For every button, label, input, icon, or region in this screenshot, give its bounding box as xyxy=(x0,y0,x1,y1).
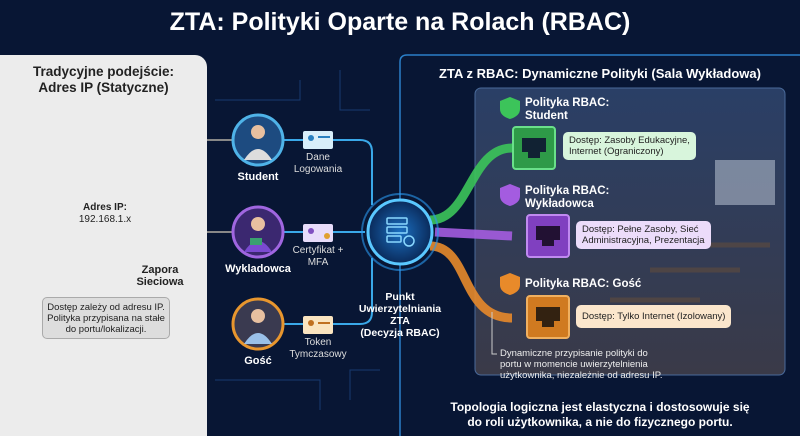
access-bubble-guest: Dostęp: Tylko Internet (Izolowany) xyxy=(576,305,732,328)
lecturer-avatar xyxy=(231,205,285,259)
zta-panel-border xyxy=(399,54,800,436)
user-label-guest: Gość xyxy=(244,355,272,367)
guest-cable xyxy=(429,241,513,323)
traditional-note: Dostęp zależy od adresu IP.Polityka przy… xyxy=(42,297,170,339)
policy-title-lecturer: Polityka RBAC:Wykładowca xyxy=(525,185,610,210)
user-label-lecturer: Wykladowca xyxy=(225,263,291,275)
lecturer-port-icon xyxy=(526,214,570,258)
guest-avatar xyxy=(231,297,285,351)
zta-hub-icon xyxy=(361,193,439,271)
student-cable xyxy=(429,143,513,225)
certificate-card-icon xyxy=(303,224,333,242)
student-shield-icon xyxy=(500,97,520,119)
access-bubble-student: Dostęp: Zasoby Edukacyjne,Internet (Ogra… xyxy=(563,132,696,160)
traditional-title: Tradycyjne podejście:Adres IP (Statyczne… xyxy=(32,64,175,95)
user-label-student: Student xyxy=(237,171,279,183)
student-port-icon xyxy=(512,126,556,170)
traditional-panel xyxy=(0,55,207,436)
token-card-icon xyxy=(303,316,333,334)
page-title: ZTA: Polityki Oparte na Rolach (RBAC) xyxy=(169,8,631,36)
guest-shield-icon xyxy=(500,273,520,295)
conclusion-text: Topologia logiczna jest elastyczna i dos… xyxy=(450,400,750,429)
credential-lecturer: Certyfikat +MFA xyxy=(292,245,344,268)
credentials-card-icon xyxy=(303,131,333,149)
policy-title-student: Polityka RBAC:Student xyxy=(525,97,610,122)
ip-address-label: Adres IP:192.168.1.x xyxy=(78,202,132,225)
lecturer-shield-icon xyxy=(500,184,520,206)
student-avatar xyxy=(231,113,285,167)
lecturer-cable xyxy=(434,227,513,241)
zta-title: ZTA z RBAC: Dynamiczne Polityki (Sala Wy… xyxy=(439,66,761,81)
guest-port-icon xyxy=(526,295,570,339)
policy-title-guest: Polityka RBAC: Gość xyxy=(525,278,642,290)
